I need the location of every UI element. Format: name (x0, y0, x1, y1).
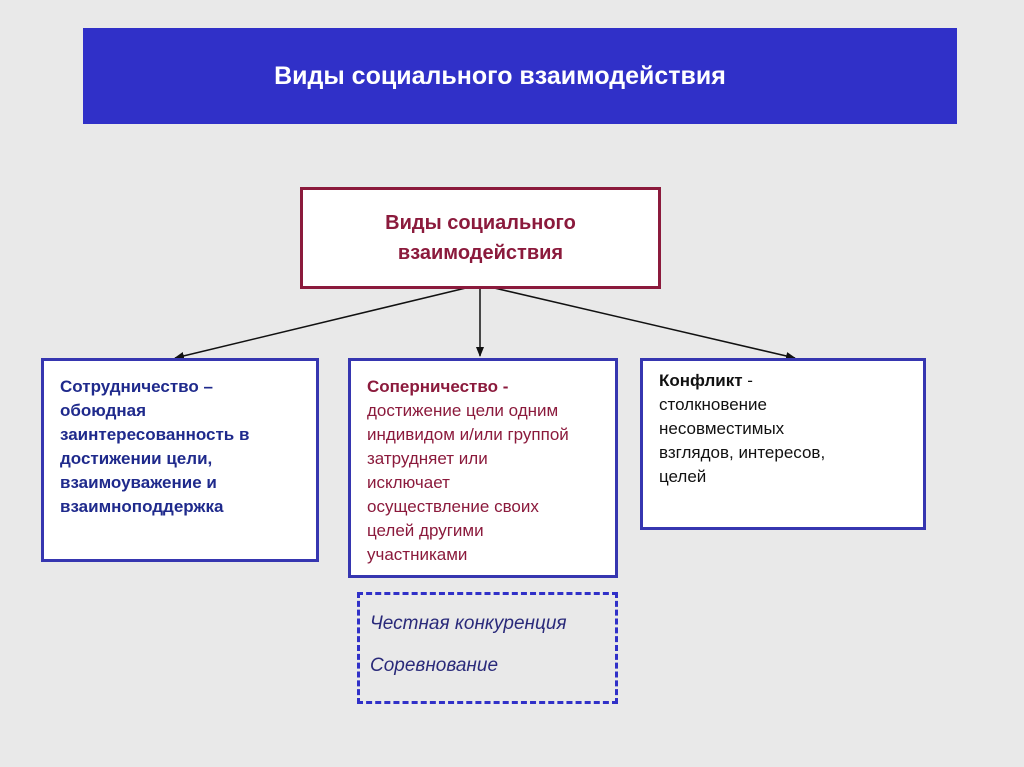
cooperation-term: Сотрудничество (60, 377, 199, 396)
title-banner: Виды социального взаимодействия (83, 28, 957, 124)
arrow-to-conflict (489, 286, 796, 360)
rivalry-definition: достижение цели одним индивидом и/или гр… (367, 401, 569, 564)
rivalry-forms-box: Честная конкуренция Соревнование (357, 592, 618, 704)
conflict-definition: столкновение несовместимых взглядов, инт… (659, 395, 826, 486)
card-rivalry: Соперничество - достижение цели одним ин… (348, 358, 618, 578)
conflict-term: Конфликт (659, 371, 743, 390)
root-node: Виды социального взаимодействия (300, 187, 661, 289)
cooperation-definition: обоюдная заинтересованность в достижении… (60, 401, 250, 516)
conflict-dash: - (742, 371, 753, 390)
cooperation-dash: – (198, 377, 213, 396)
arrow-to-cooperation (174, 286, 471, 360)
rivalry-form-item: Честная конкуренция (370, 613, 567, 634)
root-node-title: Виды социального взаимодействия (385, 212, 576, 264)
banner-title: Виды социального взаимодействия (274, 61, 726, 90)
card-conflict: Конфликт - столкновение несовместимых вз… (640, 358, 926, 530)
card-cooperation: Сотрудничество – обоюдная заинтересованн… (41, 358, 319, 562)
rivalry-term: Соперничество - (367, 377, 509, 396)
rivalry-form-item: Соревнование (370, 655, 499, 676)
